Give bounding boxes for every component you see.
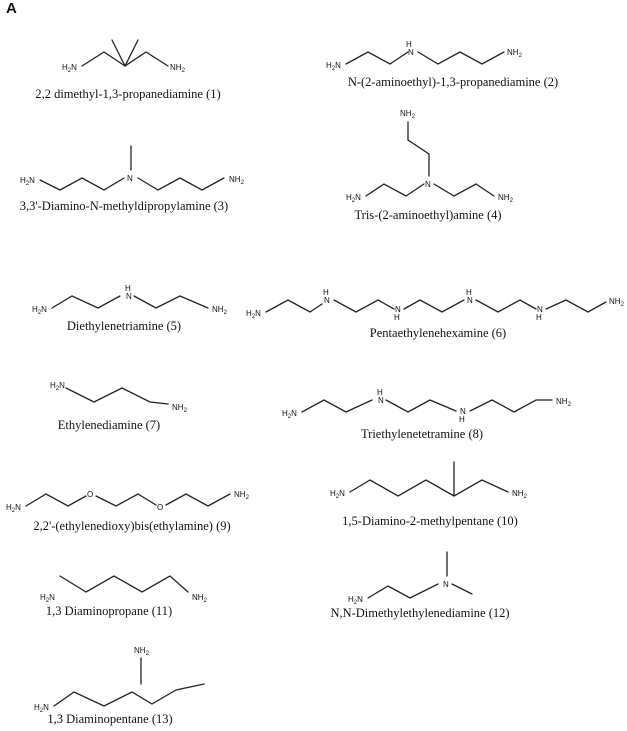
structure-6: H2N H N N H H N N H NH2 bbox=[246, 288, 625, 322]
structure-4: H2N N NH2 NH2 bbox=[346, 109, 514, 204]
svg-text:N: N bbox=[460, 407, 466, 416]
structure-13: H2N NH2 bbox=[34, 646, 205, 714]
svg-text:N: N bbox=[126, 292, 132, 301]
svg-text:O: O bbox=[157, 503, 163, 512]
svg-text:NH2: NH2 bbox=[498, 193, 514, 204]
svg-text:N: N bbox=[443, 580, 449, 589]
svg-text:H2N: H2N bbox=[282, 409, 297, 420]
svg-text:N: N bbox=[378, 396, 384, 405]
svg-text:H2N: H2N bbox=[346, 193, 361, 204]
caption-8: Triethylenetetramine (8) bbox=[360, 427, 484, 441]
svg-text:H: H bbox=[406, 40, 412, 49]
caption-7: Ethylenediamine (7) bbox=[57, 418, 161, 432]
svg-text:N: N bbox=[467, 296, 473, 305]
svg-text:H: H bbox=[377, 388, 383, 397]
svg-text:NH2: NH2 bbox=[556, 397, 572, 408]
svg-text:NH2: NH2 bbox=[192, 593, 208, 604]
svg-text:H2N: H2N bbox=[34, 703, 49, 714]
svg-text:H2N: H2N bbox=[246, 309, 261, 320]
caption-2: N-(2-aminoethyl)-1,3-propanediamine (2) bbox=[347, 75, 559, 89]
caption-12: N,N-Dimethylethylenediamine (12) bbox=[330, 606, 510, 620]
svg-text:H2N: H2N bbox=[330, 489, 345, 500]
svg-text:H2N: H2N bbox=[20, 176, 35, 187]
svg-text:N: N bbox=[425, 180, 431, 189]
structure-3: H2N N NH2 bbox=[20, 145, 245, 191]
svg-text:NH2: NH2 bbox=[234, 490, 250, 501]
svg-text:N: N bbox=[127, 174, 133, 183]
caption-6: Pentaethylenehexamine (6) bbox=[369, 326, 507, 340]
svg-text:NH2: NH2 bbox=[512, 489, 528, 500]
svg-text:N: N bbox=[408, 48, 414, 57]
structure-8: H2N H N N H NH2 bbox=[282, 388, 572, 424]
svg-text:NH2: NH2 bbox=[172, 403, 188, 414]
svg-text:O: O bbox=[87, 490, 93, 499]
svg-text:H2N: H2N bbox=[50, 381, 65, 392]
svg-text:N: N bbox=[537, 305, 543, 314]
amine-label: H2N bbox=[62, 63, 77, 74]
structure-1: H2N NH2 bbox=[62, 39, 186, 74]
svg-text:H: H bbox=[466, 288, 472, 297]
svg-text:NH2: NH2 bbox=[400, 109, 416, 120]
svg-text:H2N: H2N bbox=[6, 503, 21, 514]
caption-1: 2,2 dimethyl-1,3-propanediamine (1) bbox=[35, 87, 221, 101]
structure-5: H2N H N NH2 bbox=[32, 284, 228, 316]
svg-text:H2N: H2N bbox=[40, 593, 55, 604]
structure-7: H2N NH2 bbox=[50, 381, 188, 414]
svg-text:H: H bbox=[125, 284, 131, 293]
svg-text:NH2: NH2 bbox=[609, 297, 625, 308]
structure-12: H2N N bbox=[348, 551, 473, 606]
caption-3: 3,3'-Diamino-N-methyldipropylamine (3) bbox=[19, 199, 229, 213]
caption-4: Tris-(2-aminoethyl)amine (4) bbox=[354, 208, 502, 222]
caption-10: 1,5-Diamino-2-methylpentane (10) bbox=[342, 514, 518, 528]
svg-text:H2N: H2N bbox=[326, 61, 341, 72]
svg-text:H2N: H2N bbox=[32, 305, 47, 316]
svg-text:H: H bbox=[323, 288, 329, 297]
caption-11: 1,3 Diaminopropane (11) bbox=[45, 604, 173, 618]
caption-13: 1,3 Diaminopentane (13) bbox=[47, 712, 173, 726]
svg-text:H: H bbox=[394, 313, 400, 322]
amine-label: NH2 bbox=[170, 63, 186, 74]
svg-text:H2N: H2N bbox=[348, 595, 363, 606]
svg-text:NH2: NH2 bbox=[229, 175, 245, 186]
structure-11: H2N NH2 bbox=[40, 575, 208, 604]
svg-text:N: N bbox=[324, 296, 330, 305]
panel-label: A bbox=[6, 0, 17, 17]
structure-2: H2N H N NH2 bbox=[326, 40, 523, 72]
structure-10: H2N NH2 bbox=[330, 461, 528, 500]
svg-text:H: H bbox=[459, 415, 465, 424]
svg-text:N: N bbox=[395, 305, 401, 314]
caption-9: 2,2'-(ethylenedioxy)bis(ethylamine) (9) bbox=[33, 519, 231, 533]
structure-9: H2N O O NH2 bbox=[6, 490, 250, 514]
svg-text:H: H bbox=[536, 313, 542, 322]
caption-5: Diethylenetriamine (5) bbox=[66, 319, 182, 333]
svg-text:NH2: NH2 bbox=[507, 48, 523, 59]
svg-text:NH2: NH2 bbox=[134, 646, 150, 657]
svg-text:NH2: NH2 bbox=[212, 305, 228, 316]
